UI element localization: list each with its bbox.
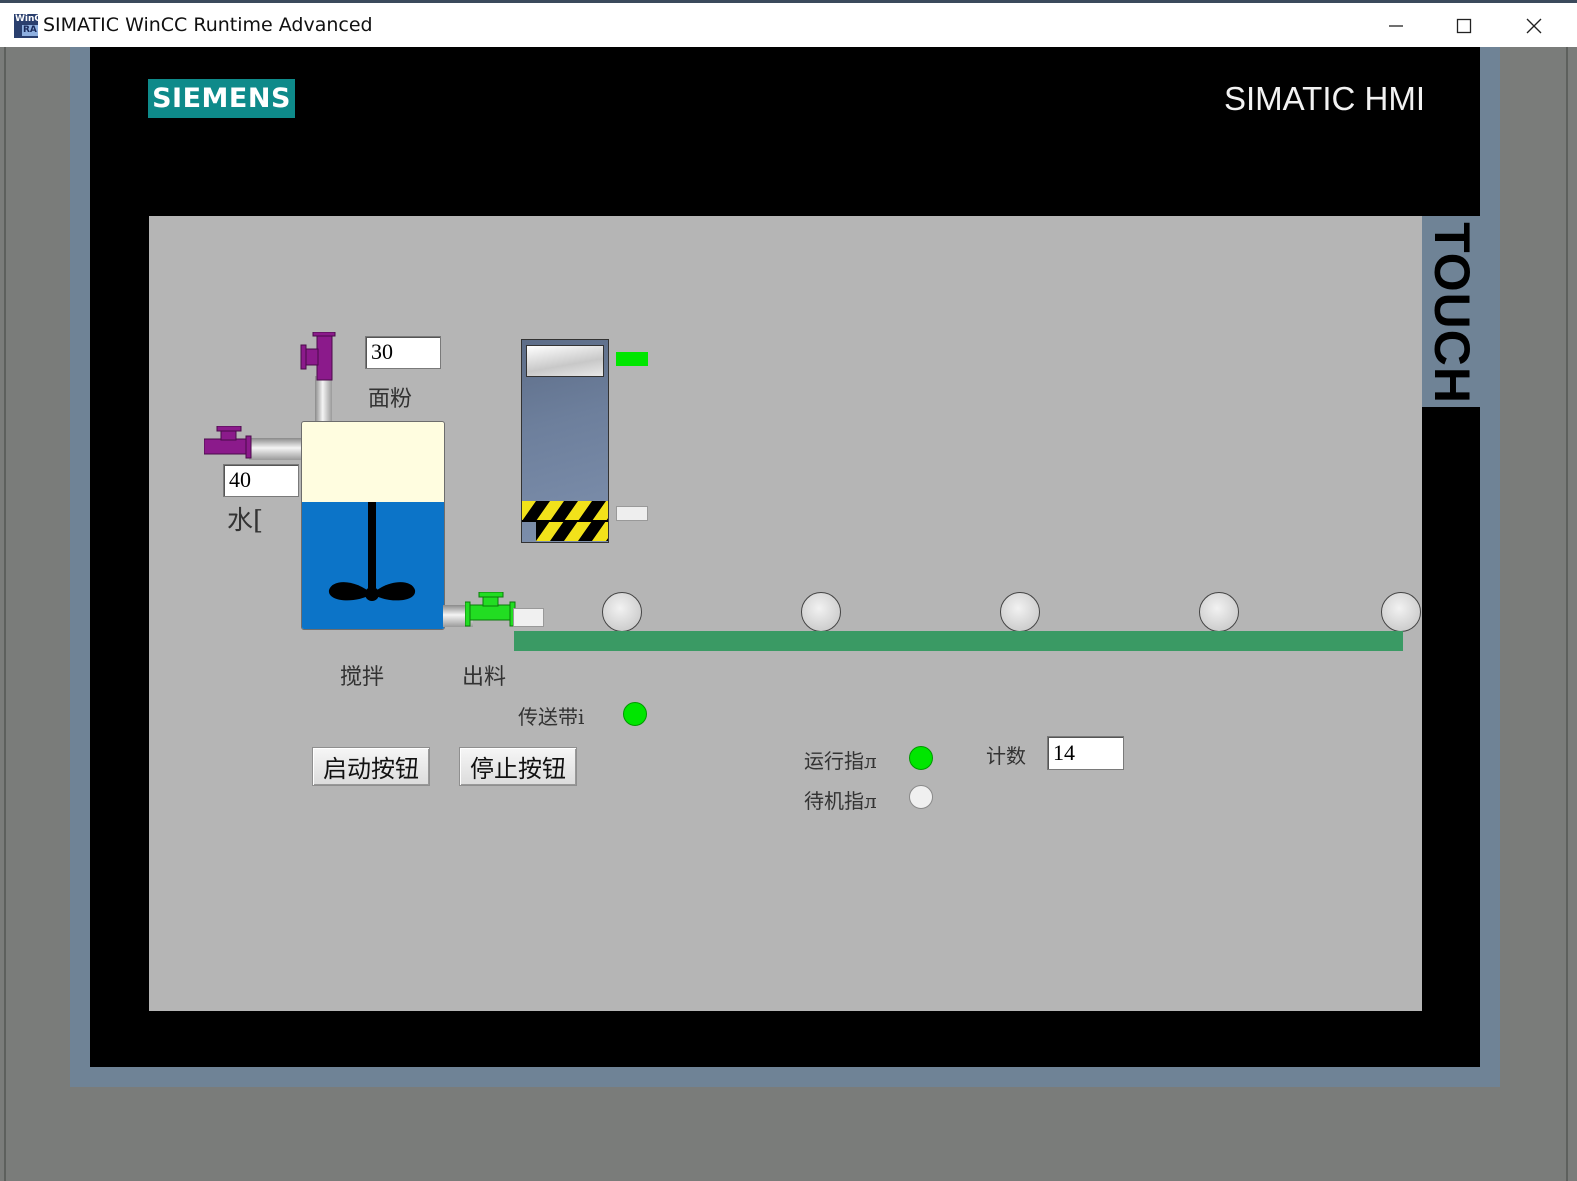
count-field[interactable]: 14 bbox=[1047, 736, 1124, 770]
discharge-valve-icon[interactable] bbox=[465, 592, 517, 630]
agitator-icon bbox=[328, 502, 416, 601]
flour-label: 面粉 bbox=[368, 387, 413, 412]
touch-strip bbox=[1422, 216, 1480, 407]
hopper-window bbox=[526, 345, 604, 377]
maximize-button[interactable] bbox=[1441, 8, 1487, 44]
hopper-bottom-indicator bbox=[616, 506, 648, 521]
hazard-stripes-icon bbox=[522, 501, 608, 541]
minimize-button[interactable] bbox=[1373, 8, 1419, 44]
water-label: 水[ bbox=[227, 506, 264, 536]
hmi-screen: 30 面粉 40 水[ 搅拌 出料 bbox=[149, 216, 1422, 1011]
water-pipe bbox=[249, 438, 303, 460]
conveyor-roller bbox=[1000, 592, 1040, 632]
hopper-bin bbox=[521, 339, 609, 543]
window-title: SIMATIC WinCC Runtime Advanced bbox=[43, 14, 373, 36]
discharge-outlet bbox=[513, 608, 544, 627]
standby-indicator-lamp bbox=[909, 785, 933, 809]
conveyor-roller bbox=[801, 592, 841, 632]
app-icon-text-bottom: RA bbox=[22, 25, 38, 36]
standby-indicator-label: 待机指л bbox=[804, 789, 877, 813]
flour-pipe bbox=[315, 376, 332, 422]
flour-setpoint-field[interactable]: 30 bbox=[365, 336, 441, 369]
app-icon-text-top: WinC bbox=[15, 14, 38, 24]
discharge-label: 出料 bbox=[462, 665, 507, 690]
stop-button[interactable]: 停止按钮 bbox=[459, 747, 577, 786]
maximize-icon bbox=[1456, 18, 1472, 34]
mixer-label: 搅拌 bbox=[340, 665, 385, 690]
window-titlebar: WinC RA SIMATIC WinCC Runtime Advanced bbox=[0, 0, 1577, 47]
minimize-icon bbox=[1389, 25, 1403, 27]
close-icon bbox=[1526, 18, 1542, 34]
conveyor-status-label: 传送带i bbox=[518, 705, 585, 729]
running-indicator-label: 运行指л bbox=[804, 749, 877, 773]
conveyor-roller bbox=[1199, 592, 1239, 632]
flour-valve-icon[interactable] bbox=[299, 332, 337, 382]
start-button[interactable]: 启动按钮 bbox=[312, 747, 430, 786]
hopper-top-indicator bbox=[616, 352, 648, 366]
wincc-app-icon: WinC RA bbox=[14, 14, 38, 38]
mixing-tank bbox=[301, 421, 445, 630]
conveyor-status-lamp bbox=[623, 702, 647, 726]
conveyor-roller bbox=[602, 592, 642, 632]
conveyor-roller bbox=[1381, 592, 1421, 632]
close-button[interactable] bbox=[1511, 8, 1557, 44]
siemens-logo: SIEMENS bbox=[148, 79, 295, 118]
water-setpoint-field[interactable]: 40 bbox=[223, 464, 299, 497]
running-indicator-lamp bbox=[909, 746, 933, 770]
conveyor-belt bbox=[514, 631, 1403, 651]
touch-label: TOUCH bbox=[1424, 222, 1481, 404]
water-valve-icon[interactable] bbox=[204, 426, 254, 464]
panel-model-label: SIMATIC HMI bbox=[1223, 80, 1425, 117]
touch-label-box: TOUCH bbox=[1424, 222, 1481, 404]
count-label: 计数 bbox=[986, 744, 1026, 768]
